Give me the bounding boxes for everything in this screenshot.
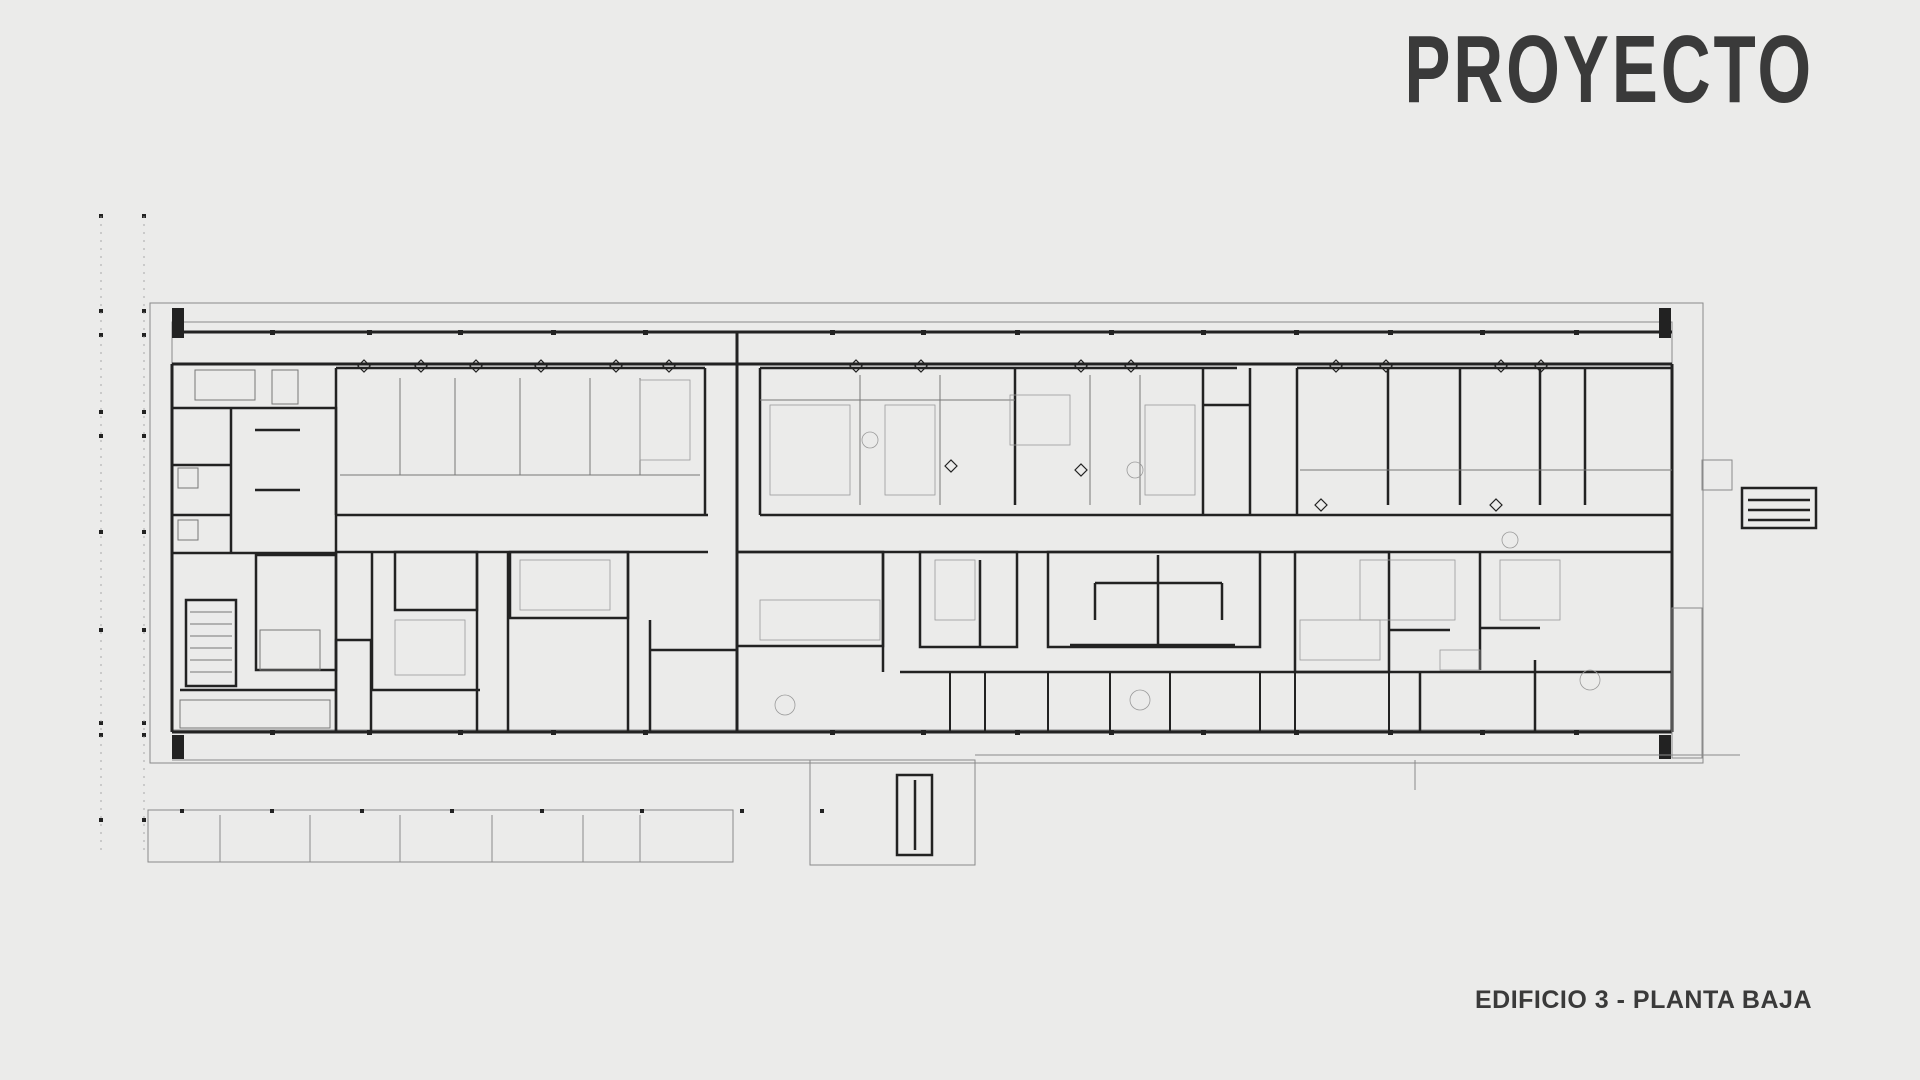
south-annex	[895, 773, 934, 857]
east-annex-thin	[1671, 459, 1733, 759]
end-columns	[172, 308, 1671, 759]
corridor-walls	[336, 513, 1672, 674]
furniture	[394, 379, 1601, 716]
west-details	[177, 369, 331, 729]
page-title: PROYECTO	[1404, 16, 1814, 123]
grid-axis-markers	[99, 214, 146, 850]
south-partitions	[949, 672, 1390, 732]
building-envelope	[149, 302, 1704, 764]
north-partitions	[340, 375, 1672, 505]
facade-columns	[270, 330, 1579, 735]
door-markers	[357, 359, 1548, 512]
west-core	[170, 406, 373, 734]
south-west-rooms	[334, 550, 737, 732]
drawing-caption: EDIFICIO 3 - PLANTA BAJA	[1474, 986, 1812, 1014]
south-columns	[180, 809, 824, 813]
east-annex	[1740, 486, 1818, 530]
central-rooms	[735, 550, 1540, 732]
north-rooms	[334, 366, 1672, 515]
south-annex-thin	[147, 754, 1740, 866]
